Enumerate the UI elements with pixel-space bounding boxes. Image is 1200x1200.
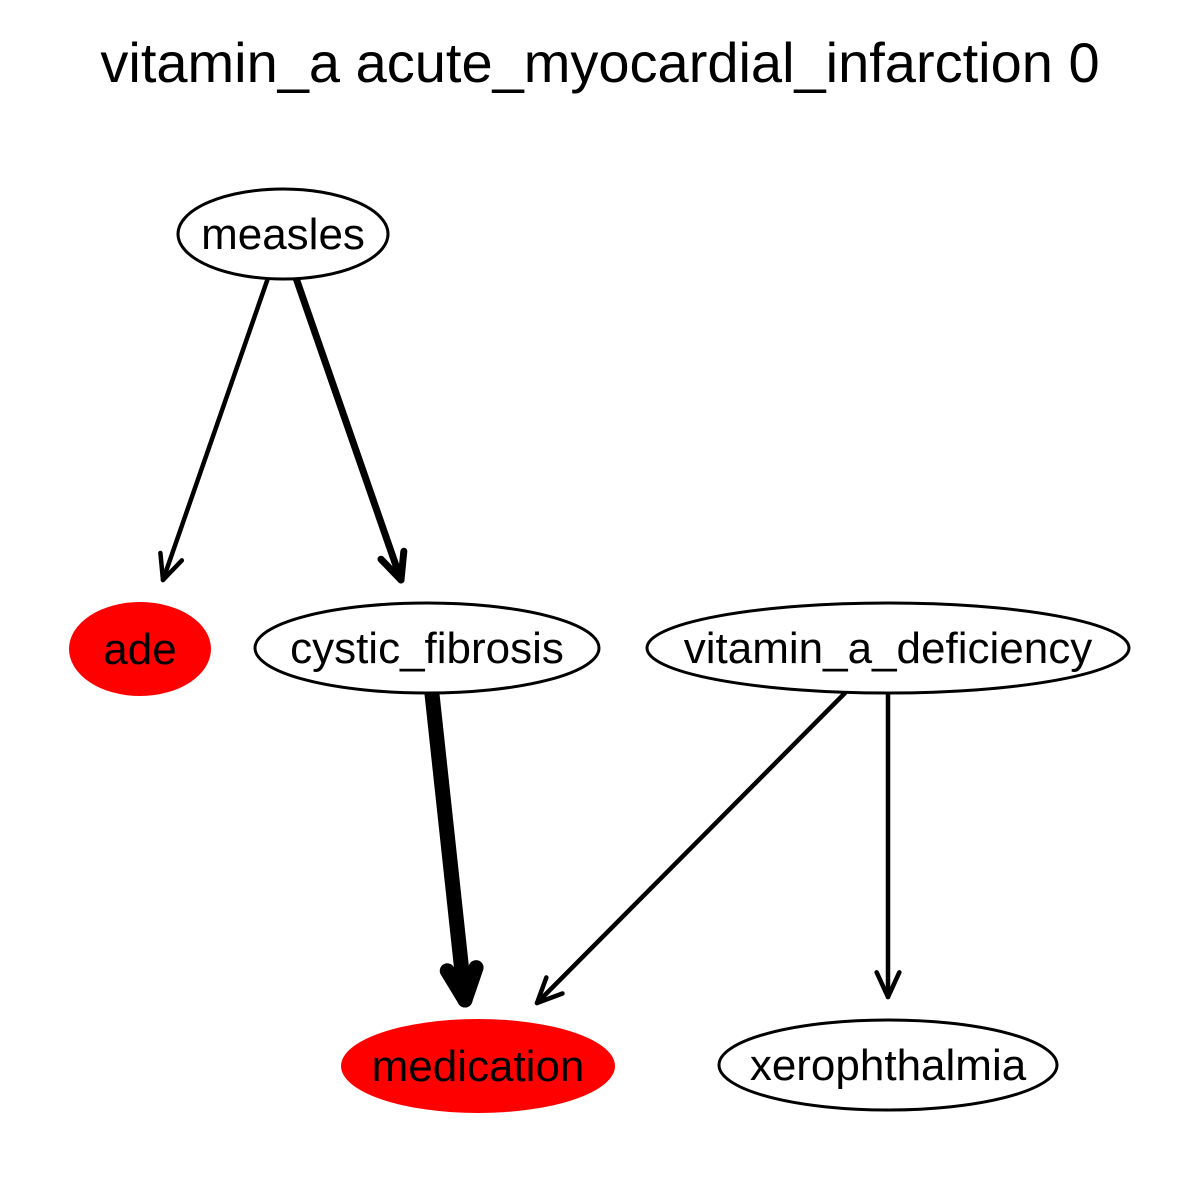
edge-arrowhead (874, 970, 902, 1000)
edge-line (160, 275, 271, 583)
edge-arrowhead (534, 975, 565, 1006)
edge-arrowhead (439, 960, 484, 1008)
node-shape (717, 1018, 1059, 1112)
node-shape (69, 602, 211, 696)
edges-layer (158, 274, 902, 1008)
edge-cystic_fibrosis-to-medication (424, 686, 484, 1008)
graph-title: vitamin_a acute_myocardial_infarction 0 (100, 31, 1099, 94)
node-shape (253, 601, 601, 695)
node-ade: ade (69, 602, 211, 696)
node-vitamin_a_deficiency: vitamin_a_deficiency (645, 601, 1131, 695)
edge-arrowhead (377, 547, 408, 584)
node-measles: measles (176, 187, 390, 281)
edge-arrowhead (158, 550, 185, 583)
node-shape (176, 187, 390, 281)
node-label: vitamin_a_deficiency (684, 624, 1092, 673)
edge-line (292, 274, 405, 584)
nodes-layer: measles ade cystic_fibrosis vitamin_a_defic… (69, 187, 1131, 1113)
node-label: measles (201, 210, 365, 259)
node-label: xerophthalmia (750, 1041, 1027, 1090)
node-medication: medication (341, 1019, 615, 1113)
node-label: medication (372, 1042, 585, 1091)
node-cystic_fibrosis: cystic_fibrosis (253, 601, 601, 695)
edge-line (424, 686, 473, 1008)
node-shape (645, 601, 1131, 695)
edge-measles-to-ade (158, 275, 271, 583)
node-shape (341, 1019, 615, 1113)
edge-vitamin_a_deficiency-to-xerophthalmia (874, 690, 902, 1000)
node-xerophthalmia: xerophthalmia (717, 1018, 1059, 1112)
node-label: ade (103, 625, 176, 674)
edge-measles-to-cystic_fibrosis (292, 274, 408, 584)
edge-line (534, 690, 848, 1006)
node-label: cystic_fibrosis (290, 624, 564, 673)
edge-vitamin_a_deficiency-to-medication (534, 690, 848, 1006)
